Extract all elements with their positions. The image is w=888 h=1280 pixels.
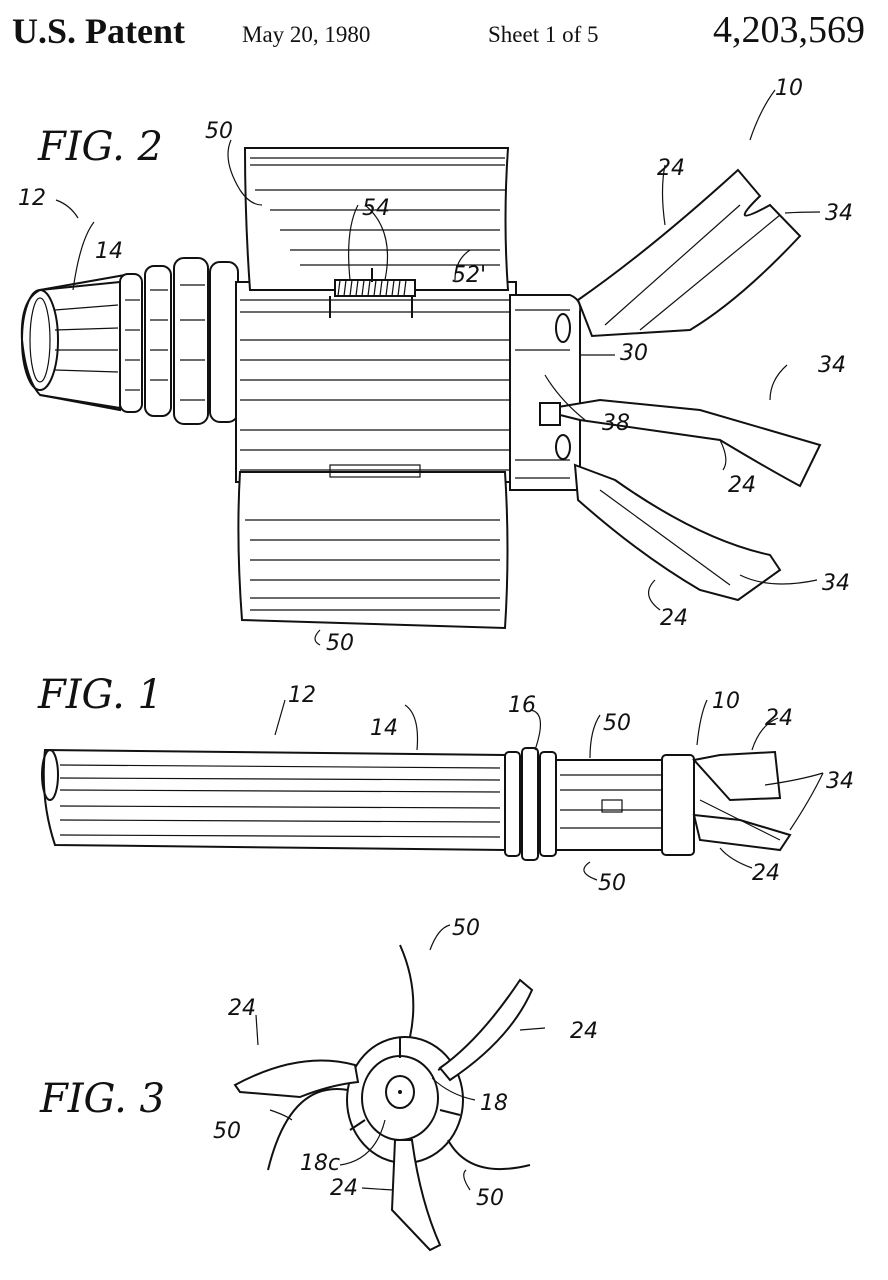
fig2-label-50-top: 50	[205, 119, 233, 144]
fig1-label-14: 14	[370, 716, 398, 741]
figure-3: FIG. 3 50 24 24	[39, 916, 598, 1252]
fig2-caption: FIG. 2	[37, 124, 163, 170]
figure-2: FIG. 2	[18, 76, 853, 656]
fig2-label-24-top: 24	[657, 156, 685, 181]
fig2-label-54: 54	[362, 196, 390, 221]
fig2-label-12: 12	[18, 186, 46, 211]
fig3-label-50-top: 50	[452, 916, 480, 941]
fig1-label-10: 10	[712, 689, 740, 714]
fig3-caption: FIG. 3	[39, 1076, 165, 1122]
fig1-label-34: 34	[826, 769, 854, 794]
fig1-caption: FIG. 1	[37, 672, 163, 718]
fig2-label-34-top: 34	[825, 201, 853, 226]
fig1-label-24-top: 24	[765, 706, 793, 731]
fig2-leaders	[55, 89, 821, 646]
fig1-label-24-bottom: 24	[752, 861, 780, 886]
document-title: U.S. Patent	[12, 11, 185, 51]
fig2-label-30: 30	[620, 341, 648, 366]
fig3-label-18: 18	[480, 1091, 508, 1116]
fig2-tube	[20, 257, 239, 425]
page-header: U.S. Patent May 20, 1980 Sheet 1 of 5 4,…	[0, 0, 888, 60]
fig3-leaders	[255, 924, 546, 1191]
fig2-label-14: 14	[95, 239, 123, 264]
fig1-label-12: 12	[288, 683, 316, 708]
fig1-label-50-bottom: 50	[598, 871, 626, 896]
patent-date: May 20, 1980	[242, 22, 371, 47]
fig2-label-50-bottom: 50	[326, 631, 354, 656]
fig3-label-24-right: 24	[570, 1019, 598, 1044]
fig2-jaws	[539, 168, 822, 602]
fig1-label-16: 16	[508, 693, 536, 718]
fig3-label-50-right: 50	[476, 1186, 504, 1211]
fig2-label-34-bottom: 34	[822, 571, 850, 596]
fig2-label-38: 38	[602, 411, 630, 436]
fig2-label-24-mid: 24	[728, 473, 756, 498]
fig3-label-50-left: 50	[213, 1119, 241, 1144]
figure-1: FIG. 1	[37, 672, 854, 896]
patent-number: 4,203,569	[713, 9, 865, 51]
fig3-label-18c: 18c	[300, 1151, 340, 1176]
fig3-label-24-left: 24	[228, 996, 256, 1021]
fig1-leaders	[274, 699, 824, 881]
fig2-label-34-mid: 34	[818, 353, 846, 378]
sheet-number: Sheet 1 of 5	[488, 22, 599, 47]
fig1-label-50-top: 50	[603, 711, 631, 736]
fig2-label-10: 10	[775, 76, 803, 101]
fig3-label-24-bottom: 24	[330, 1176, 358, 1201]
fig2-label-52prime: 52'	[452, 263, 486, 288]
fig2-body	[235, 147, 582, 630]
fig2-label-24-bottom: 24	[660, 606, 688, 631]
